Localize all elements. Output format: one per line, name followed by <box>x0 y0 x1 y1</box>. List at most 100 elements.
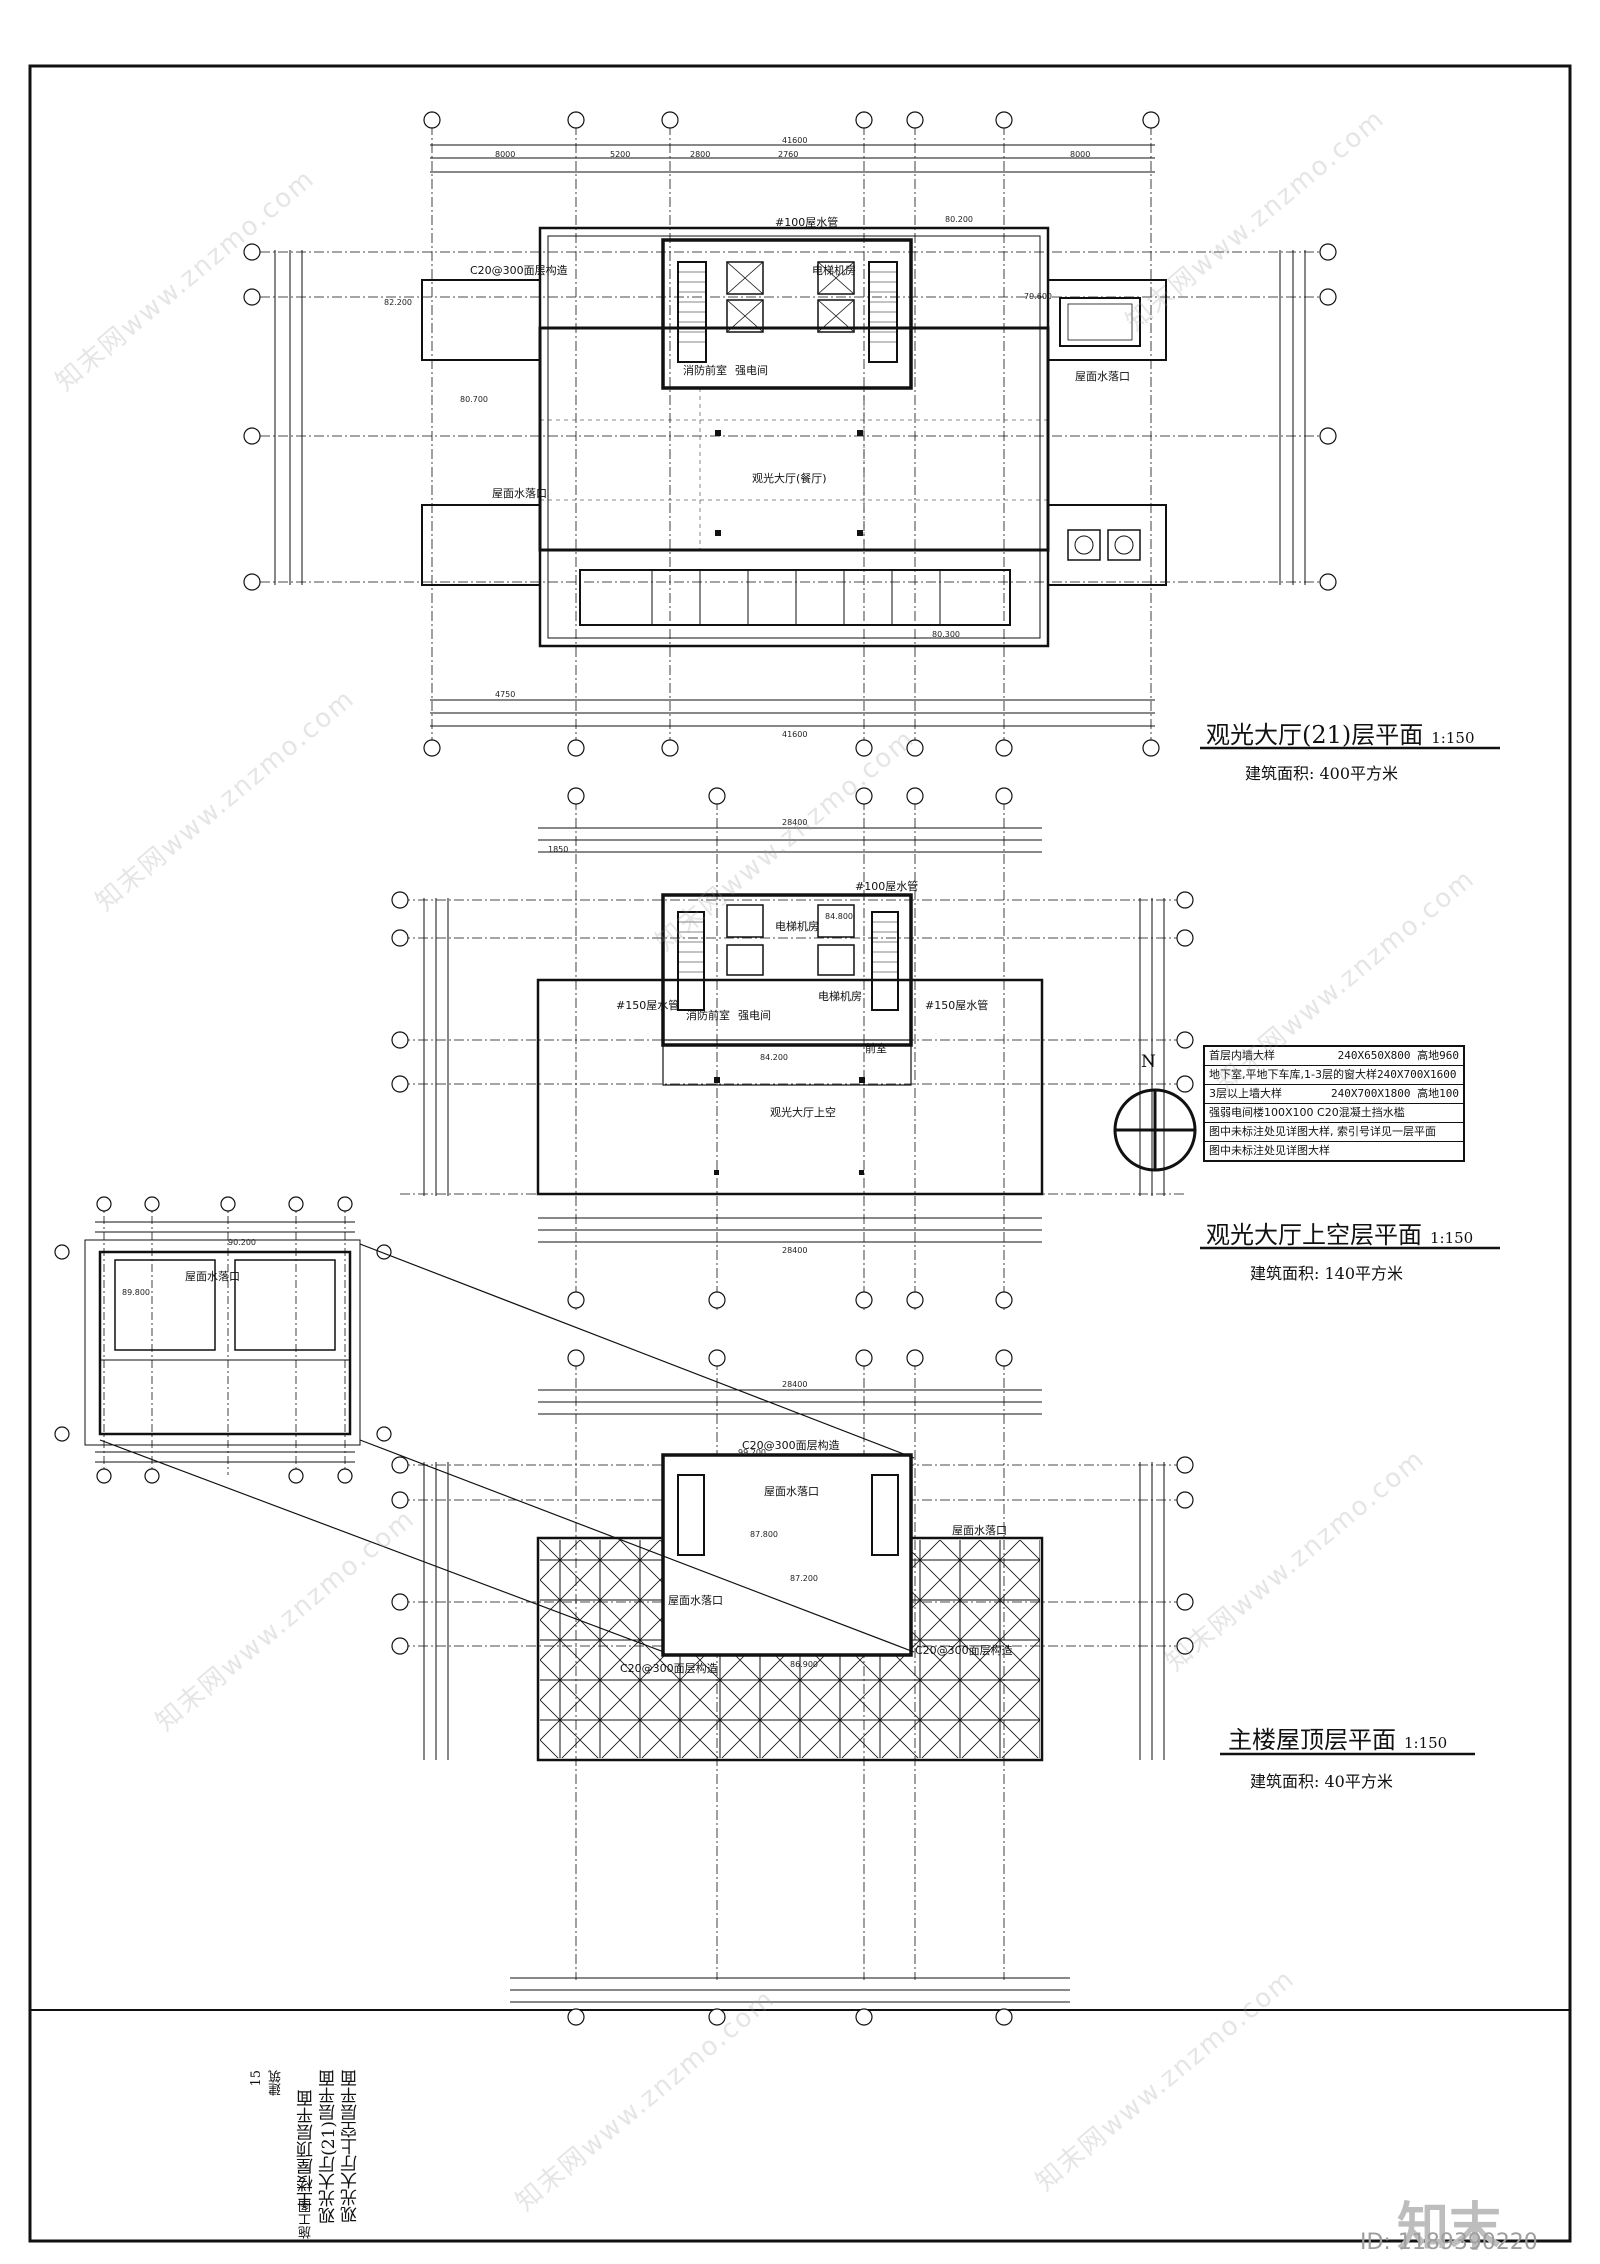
plan-3-title: 主楼屋顶层平面 1:150 <box>1228 1720 1447 1755</box>
elevation-tag: 84.200 <box>760 1053 788 1062</box>
elevation-tag: 80.200 <box>945 215 973 224</box>
titleblock-stage: 施工图 <box>299 2200 314 2239</box>
legend-spec: 240X650X800 高地960 <box>1337 1049 1459 1062</box>
detail-leader-lines <box>99 1243 915 1653</box>
plan-2-title: 观光大厅上空层平面 1:150 <box>1206 1215 1473 1250</box>
dimension-text: 28400 <box>782 818 808 827</box>
legend-row: 图中未标注处见详图大样, 索引号详见一层平面 <box>1205 1123 1463 1142</box>
plan-1-title-text: 观光大厅(21)层平面 <box>1206 721 1424 749</box>
legend-label: 图中未标注处见详图大样 <box>1209 1144 1330 1157</box>
dimension-text: 2800 <box>690 150 711 159</box>
room-label: 观光大厅上空 <box>770 1106 836 1119</box>
roof-hatch-left <box>540 1540 662 1758</box>
dimension-text: 5200 <box>610 150 631 159</box>
titleblock-drawing-names-3: 主楼屋顶层平面 <box>296 2090 318 2209</box>
roof-hatch-right <box>912 1540 1040 1758</box>
plan-2-area: 建筑面积: 140平方米 <box>1250 1264 1404 1283</box>
detail-plan-linework <box>84 1200 361 1475</box>
room-label: 电梯机房 <box>812 264 856 277</box>
plan-1-scale: 1:150 <box>1431 729 1475 747</box>
legend-label: 强弱电间楼100X100 C20混凝土挡水槛 <box>1209 1106 1405 1119</box>
plan-2-title-text: 观光大厅上空层平面 <box>1206 1221 1422 1249</box>
room-label: 屋面水落口 <box>764 1485 819 1498</box>
plan-1-linework <box>260 125 1320 740</box>
detail-axis-bubbles <box>54 1196 392 1484</box>
room-label: #100屋水管 <box>775 216 839 229</box>
roof-hatch-bottom <box>662 1656 912 1758</box>
elevation-tag: 86.900 <box>790 1660 818 1669</box>
legend-table: 首层内墙大样 240X650X800 高地960 地下室,平地下车库,1-3层的窗… <box>1203 1045 1465 1162</box>
legend-row: 3层以上墙大样 240X700X1800 高地100 <box>1205 1085 1463 1104</box>
titleblock-discipline: 建筑 <box>269 2070 284 2096</box>
elevation-tag: 79.600 <box>1024 292 1052 301</box>
plan-2-axis-bubbles <box>391 787 1194 1309</box>
plan-1-title: 观光大厅(21)层平面 1:150 <box>1206 715 1475 750</box>
north-arrow <box>1113 1088 1197 1172</box>
titleblock-drawing-names: 观光大厅(21)层平面 <box>318 2070 340 2224</box>
legend-label: 图中未标注处见详图大样, 索引号详见一层平面 <box>1209 1125 1436 1138</box>
dimension-text: 8000 <box>1070 150 1091 159</box>
room-label: 屋面水落口 <box>1075 370 1130 383</box>
elevation-tag: 87.800 <box>750 1530 778 1539</box>
watermark-id: ID: 1189390220 <box>1360 2230 1538 2255</box>
plan-3-scale: 1:150 <box>1404 1734 1448 1752</box>
room-label: 观光大厅(餐厅) <box>752 472 827 485</box>
dimension-text: 41600 <box>782 136 808 145</box>
titleblock-line-3: 主楼屋顶层平面 <box>297 2090 317 2209</box>
legend-spec: 240X700X1600 高地150 <box>1376 1068 1463 1081</box>
plan-1-area: 建筑面积: 400平方米 <box>1245 764 1399 783</box>
elevation-tag: 89.800 <box>122 1288 150 1297</box>
room-label: 电梯机房 <box>775 920 819 933</box>
legend-row: 首层内墙大样 240X650X800 高地960 <box>1205 1047 1463 1066</box>
dimension-text: 4750 <box>495 690 516 699</box>
watermark-logo: 知末 <box>1397 2198 1502 2258</box>
room-label: #100屋水管 <box>855 880 919 893</box>
legend-label: 首层内墙大样 <box>1209 1049 1275 1062</box>
room-label: #150屋水管 <box>925 999 989 1012</box>
room-label: C20@300面层构造 <box>915 1644 1013 1657</box>
dimension-text: 28400 <box>782 1246 808 1255</box>
titleblock-drawing-names-2: 观光大厅上空层平面 <box>340 2070 362 2223</box>
legend-row: 强弱电间楼100X100 C20混凝土挡水槛 <box>1205 1104 1463 1123</box>
sheet-border <box>28 64 1572 2243</box>
dimension-text: 2760 <box>778 150 799 159</box>
room-label: 消防前室 <box>683 364 727 377</box>
plan-3-title-text: 主楼屋顶层平面 <box>1228 1726 1396 1754</box>
legend-label: 3层以上墙大样 <box>1209 1087 1282 1100</box>
room-label: 屋面水落口 <box>185 1270 240 1283</box>
north-label: N <box>1141 1052 1156 1072</box>
plan-2-scale: 1:150 <box>1430 1229 1474 1247</box>
room-label: 前室 <box>865 1042 887 1055</box>
titleblock-line-1: 观光大厅(21)层平面 <box>319 2070 339 2224</box>
legend-row: 图中未标注处见详图大样 <box>1205 1142 1463 1160</box>
room-label: 强电间 <box>738 1009 771 1022</box>
elevation-tag: 80.700 <box>460 395 488 404</box>
room-label: 屋面水落口 <box>492 487 547 500</box>
room-label: C20@300面层构造 <box>620 1662 718 1675</box>
room-label: 电梯机房 <box>818 990 862 1003</box>
room-label: 屋面水落口 <box>952 1524 1007 1537</box>
elevation-tag: 82.200 <box>384 298 412 307</box>
dimension-text: 41600 <box>782 730 808 739</box>
legend-label: 地下室,平地下车库,1-3层的窗大样 <box>1209 1068 1377 1081</box>
room-label: C20@300面层构造 <box>470 264 568 277</box>
room-label: 消防前室 <box>686 1009 730 1022</box>
legend-spec: 240X700X1800 高地100 <box>1331 1087 1459 1100</box>
plan-2-linework <box>400 800 1185 1310</box>
elevation-tag: 84.800 <box>825 912 853 921</box>
elevation-tag: 99.200 <box>738 1448 766 1457</box>
room-label: 屋面水落口 <box>668 1594 723 1607</box>
room-label: #150屋水管 <box>616 999 680 1012</box>
elevation-tag: 87.200 <box>790 1574 818 1583</box>
plan-1-axis-bubbles <box>243 111 1337 757</box>
titleblock-sheet-no: 15 <box>249 2070 264 2087</box>
dimension-text: 8000 <box>495 150 516 159</box>
room-label: 强电间 <box>735 364 768 377</box>
dimension-text: 1850 <box>548 845 569 854</box>
plan-3-area: 建筑面积: 40平方米 <box>1250 1772 1393 1791</box>
elevation-tag: 80.300 <box>932 630 960 639</box>
dimension-text: 28400 <box>782 1380 808 1389</box>
plan-3-axis-bubbles <box>391 1349 1194 2026</box>
